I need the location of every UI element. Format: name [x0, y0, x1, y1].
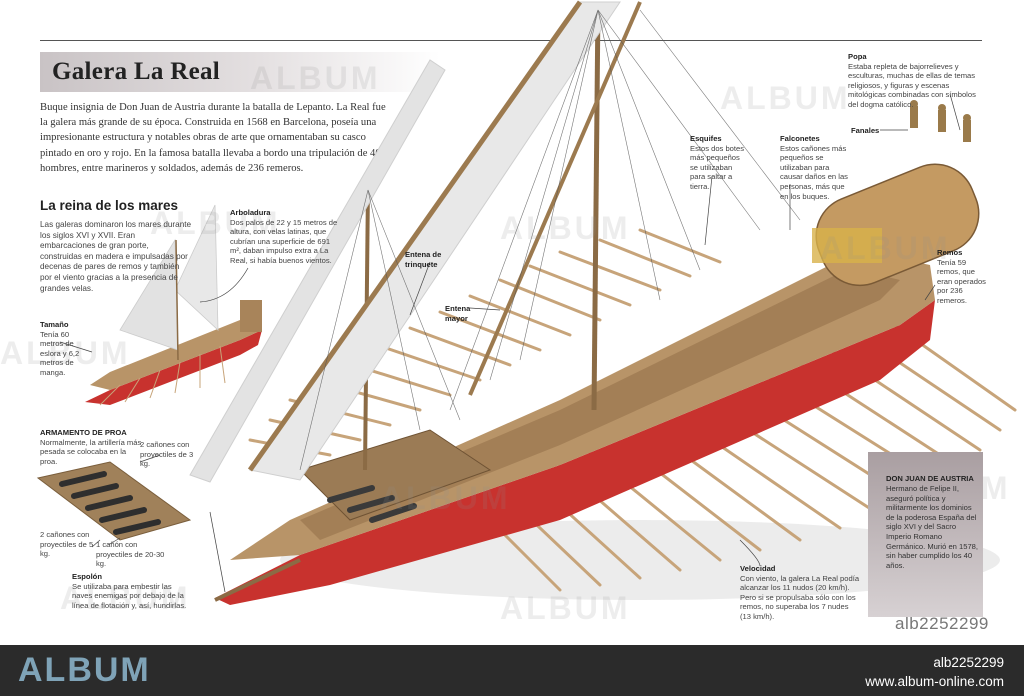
- label-velocidad: Velocidad Con viento, la galera La Real …: [740, 564, 860, 622]
- small-ship: [85, 204, 262, 406]
- label-canon-20: 1 cañón con proyectiles de 20-30 kg.: [96, 540, 165, 569]
- label-text: Dos palos de 22 y 15 metros de altura, c…: [230, 217, 338, 265]
- label-canon-3: 2 cañones con proyectiles de 3 kg.: [140, 440, 194, 469]
- section-text: Las galeras dominaron los mares durante …: [40, 220, 192, 293]
- label-text: Estos dos botes más pequeños se utilizab…: [690, 143, 745, 191]
- cannon-detail: [36, 461, 192, 541]
- image-id: alb2252299: [895, 614, 989, 633]
- label-title: Popa: [848, 52, 867, 61]
- label-falconetes: Falconetes Estos cañones más pequeños se…: [780, 134, 850, 201]
- label-text: Con viento, la galera La Real podía alca…: [740, 573, 860, 621]
- don-juan-text: Hermano de Felipe II, aseguró política y…: [886, 484, 979, 570]
- stern-railing: [812, 228, 882, 263]
- main-yard: [247, 0, 583, 472]
- label-text: Se utilizaba para embestir las naves ene…: [72, 581, 187, 610]
- don-juan-panel: [868, 452, 983, 617]
- title-band: [40, 52, 440, 92]
- main-mast: [591, 3, 601, 411]
- lanterns: [910, 100, 971, 142]
- pointer-lines: [59, 93, 961, 593]
- don-juan-title: DON JUAN DE AUSTRIA: [886, 474, 974, 483]
- label-tamano: Tamaño Tenía 60 metros de eslora y 6,2 m…: [40, 320, 84, 378]
- label-title: Velocidad: [740, 564, 776, 573]
- section-heading: La reina de los mares: [40, 198, 179, 213]
- label-canon-5: 2 cañones con proyectiles de 5 kg.: [40, 530, 94, 559]
- label-title: Remos: [937, 248, 963, 257]
- label-title: Espolón: [72, 572, 102, 581]
- label-text: Tenía 60 metros de eslora y 6,2 metros d…: [40, 329, 80, 377]
- label-text: Normalmente, la artillería más pesada se…: [40, 437, 142, 466]
- label-espolon: Espolón Se utilizaba para embestir las n…: [72, 572, 192, 610]
- label-title: ARMAMENTO DE PROA: [40, 428, 127, 437]
- top-rule: [40, 40, 982, 41]
- page-title: Galera La Real: [52, 58, 221, 85]
- footer-bar: [0, 645, 1024, 696]
- label-text: Estos cañones más pequeños se utilizaban…: [780, 143, 848, 201]
- rigging: [299, 9, 801, 471]
- bow-cannons: [327, 485, 417, 523]
- label-fanales: Fanales: [851, 126, 880, 135]
- label-title: Esquifes: [690, 134, 722, 143]
- label-entena-mayor: Entena mayor: [445, 304, 471, 323]
- label-title: Arboladura: [230, 208, 271, 217]
- label-armamento: ARMAMENTO DE PROA Normalmente, la artill…: [40, 428, 142, 466]
- intro-text: Buque insignia de Don Juan de Austria du…: [40, 102, 386, 174]
- label-arboladura: Arboladura Dos palos de 22 y 15 metros d…: [230, 208, 340, 266]
- label-popa: Popa Estaba repleta de bajorrelieves y e…: [848, 52, 983, 110]
- label-text: Tenía 59 remos, que eran operados por 23…: [937, 257, 986, 305]
- label-text: Estaba repleta de bajorrelieves y escult…: [848, 61, 976, 109]
- infographic-page: Galera La Real Buque insignia de Don Jua…: [0, 0, 1017, 633]
- label-esquifes: Esquifes Estos dos botes más pequeños se…: [690, 134, 748, 192]
- label-title: Tamaño: [40, 320, 69, 329]
- fore-sail: [189, 59, 446, 483]
- spur: [214, 558, 301, 602]
- footer-logo[interactable]: ALBUM: [18, 651, 151, 689]
- footer-id: alb2252299: [933, 655, 1004, 670]
- label-title: Falconetes: [780, 134, 820, 143]
- second-yard: [468, 1, 642, 396]
- hull-red: [215, 300, 935, 605]
- label-entena-trinquete: Entena de trinquete: [405, 250, 442, 269]
- galley-illustration: [36, 0, 1017, 605]
- footer-url-link[interactable]: www.album-online.com: [865, 674, 1004, 689]
- label-remos: Remos Tenía 59 remos, que eran operados …: [937, 248, 987, 306]
